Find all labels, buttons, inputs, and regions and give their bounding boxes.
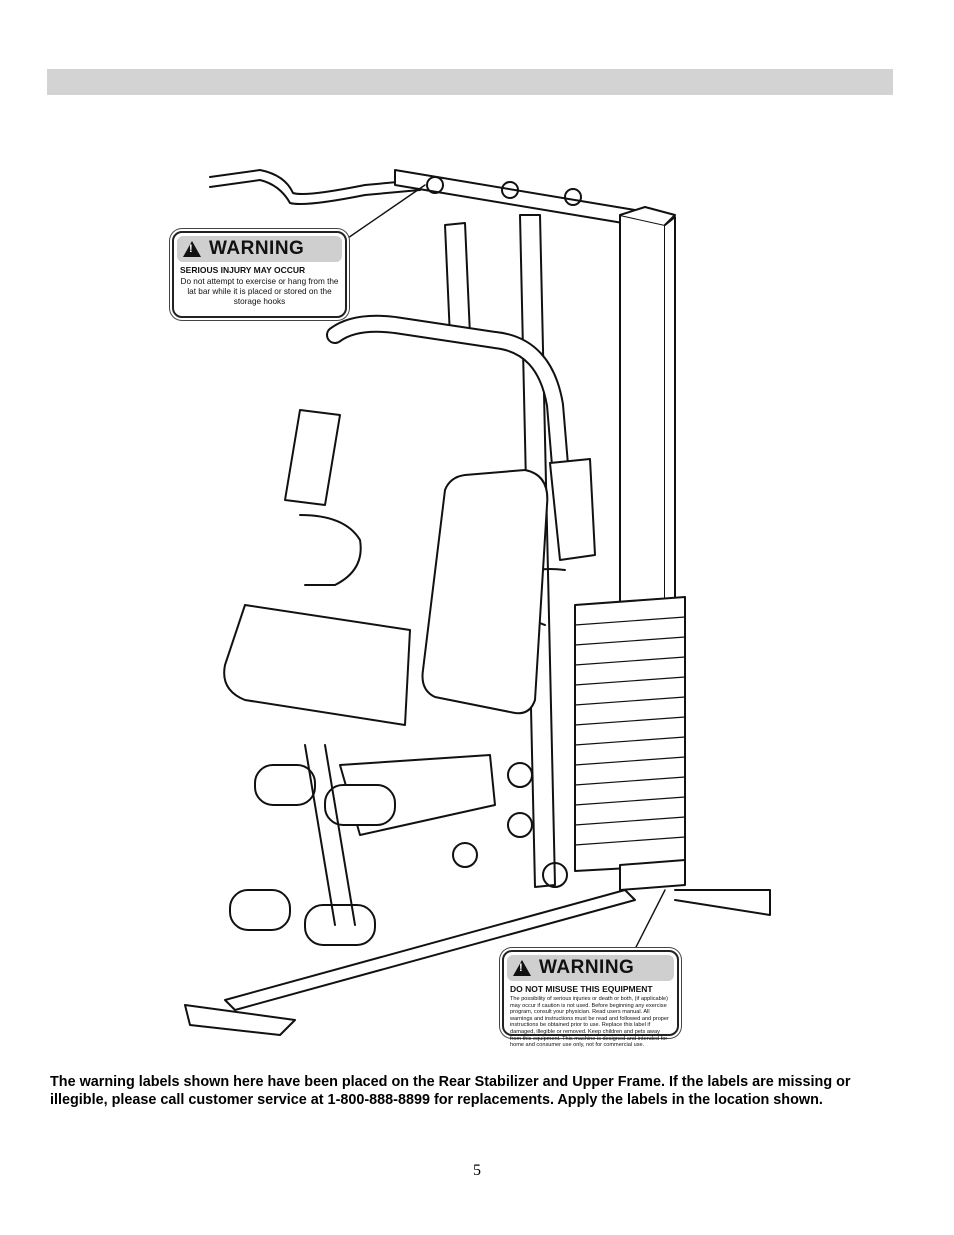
warning-header: WARNING — [507, 955, 674, 981]
warning-header: WARNING — [177, 236, 342, 262]
warning-subtitle: SERIOUS INJURY MAY OCCUR — [180, 265, 306, 275]
warning-title: WARNING — [539, 957, 635, 978]
warning-triangle-icon — [183, 241, 201, 257]
home-gym-illustration — [184, 169, 771, 1036]
warning-label-rear-stabilizer: WARNING DO NOT MISUSE THIS EQUIPMENT The… — [502, 950, 679, 1048]
warning-label-upper-frame: WARNING SERIOUS INJURY MAY OCCUR Do not … — [172, 231, 347, 318]
warning-body: Do not attempt to exercise or hang from … — [180, 277, 339, 306]
warning-title: WARNING — [209, 238, 305, 259]
warning-triangle-icon — [513, 960, 531, 976]
page-number: 5 — [473, 1162, 481, 1179]
warning-body: The possibility of serious injuries or d… — [510, 996, 669, 1049]
section-header-bar — [47, 69, 893, 95]
warning-labels-caption: The warning labels shown here have been … — [50, 1074, 851, 1108]
warning-subtitle: DO NOT MISUSE THIS EQUIPMENT — [510, 984, 653, 994]
